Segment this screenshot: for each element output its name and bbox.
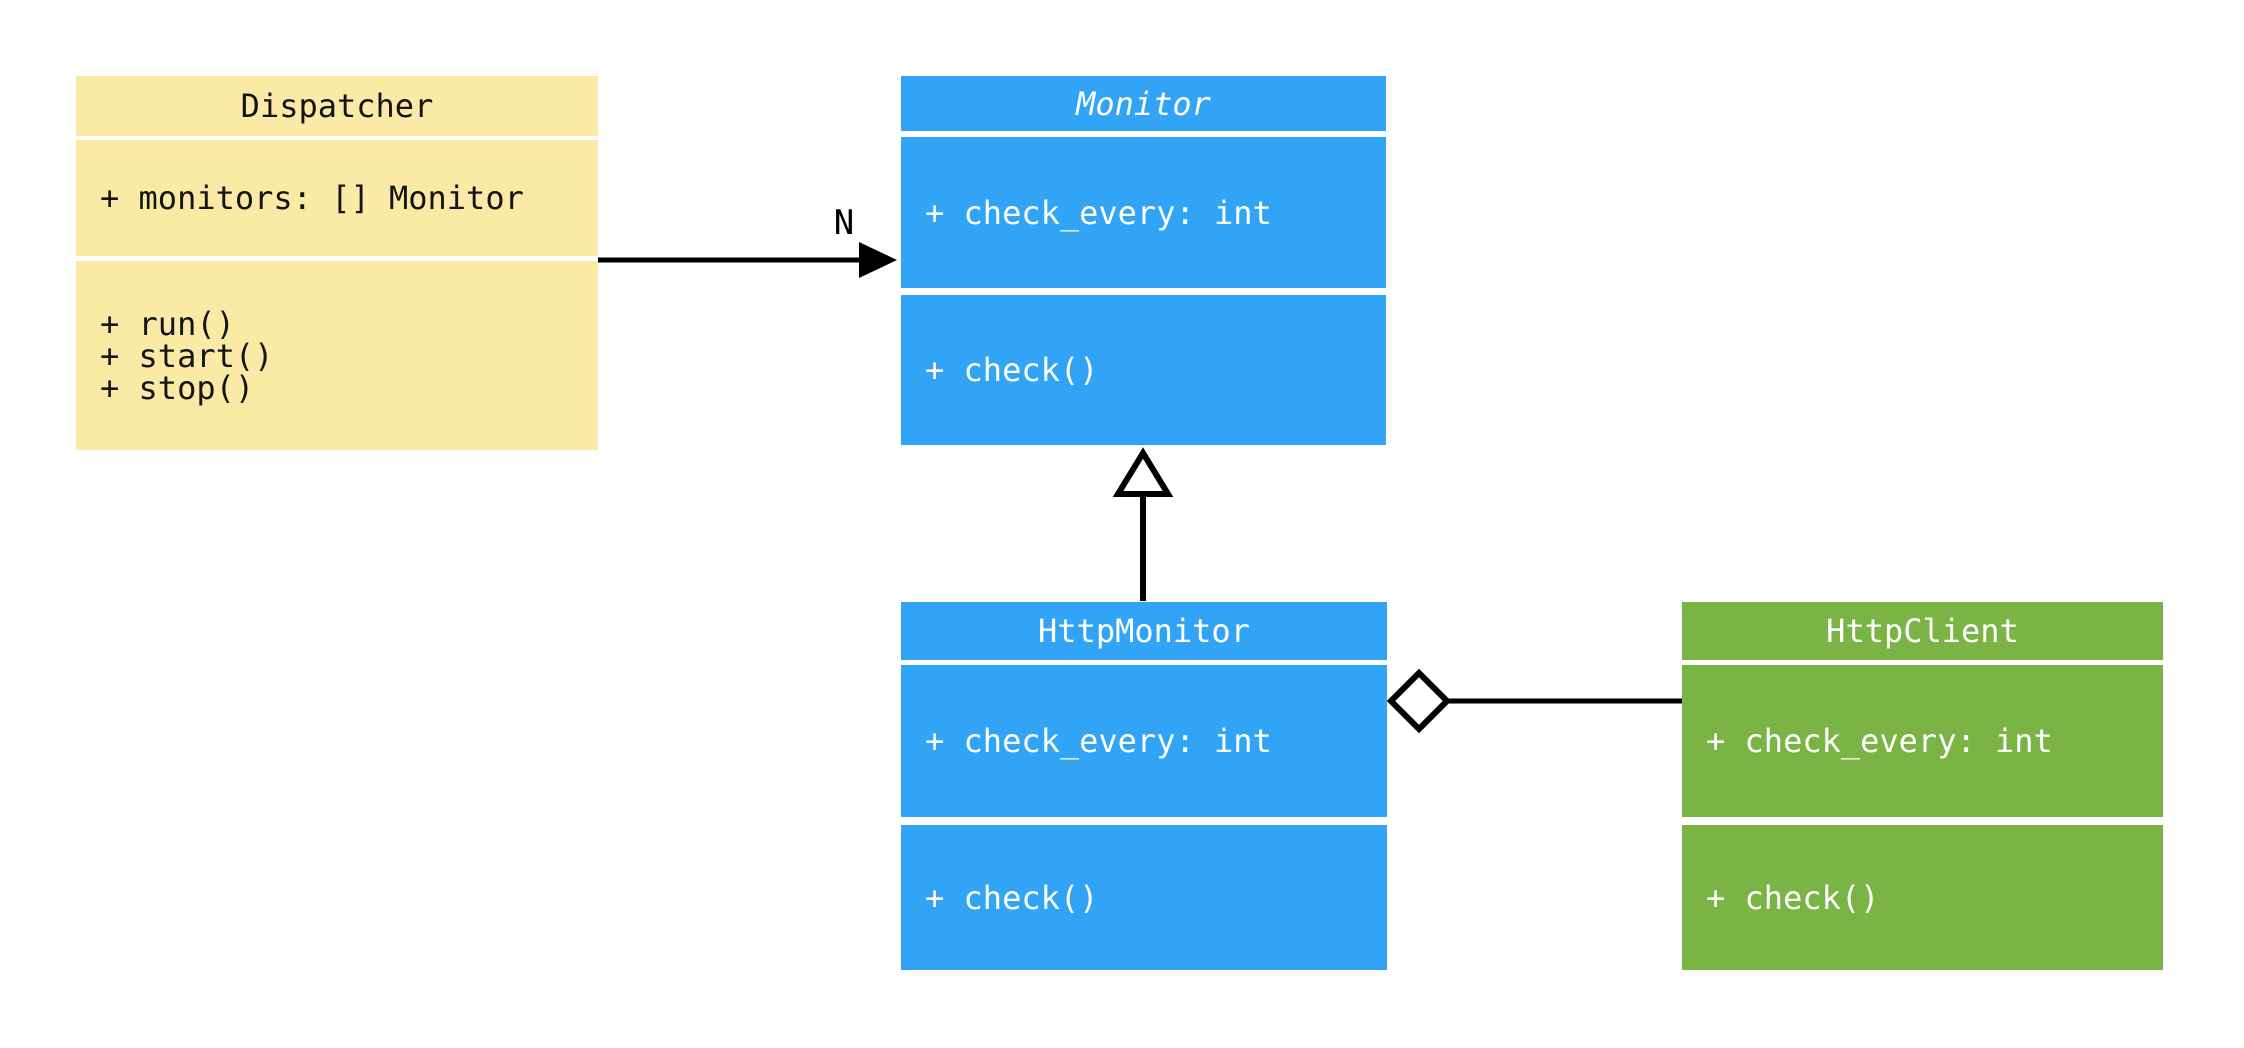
attribute-line: + monitors: [] Monitor	[100, 179, 524, 217]
attribute-line: + check_every: int	[925, 193, 1272, 232]
attribute-line: + check_every: int	[925, 722, 1272, 760]
method-line: + run()	[100, 304, 235, 343]
attributes-section: + monitors: [] Monitor	[76, 140, 598, 256]
class-title-bar: HttpClient	[1682, 602, 2163, 660]
association-dispatcher-monitor	[598, 242, 897, 278]
class-title-bar: Monitor	[901, 76, 1386, 131]
method-line: + check()	[925, 351, 1099, 389]
class-box-monitor: Monitor + check_every: int + check()	[901, 76, 1386, 445]
class-title-bar: Dispatcher	[76, 76, 598, 136]
attributes-section: + check_every: int	[901, 665, 1387, 817]
arrowhead-icon	[859, 242, 897, 278]
aggregation-httpmonitor-httpclient	[1386, 668, 1682, 734]
multiplicity-label: N	[833, 203, 855, 243]
class-name: HttpClient	[1826, 612, 2019, 650]
methods-section: + run() + start() + stop()	[76, 261, 598, 450]
inheritance-httpmonitor-monitor	[1112, 447, 1174, 601]
class-box-httpmonitor: HttpMonitor + check_every: int + check()	[901, 602, 1387, 970]
class-box-dispatcher: Dispatcher + monitors: [] Monitor + run(…	[76, 76, 598, 450]
class-name: Monitor	[1076, 84, 1211, 123]
inheritance-triangle-icon	[1112, 447, 1174, 497]
method-line: + stop()	[100, 368, 255, 407]
class-box-httpclient: HttpClient + check_every: int + check()	[1682, 602, 2163, 970]
method-line: + check()	[1706, 878, 1880, 917]
attributes-section: + check_every: int	[901, 137, 1386, 288]
method-line: + check()	[925, 878, 1099, 917]
methods-section: + check()	[901, 295, 1386, 445]
methods-section: + check()	[901, 825, 1387, 970]
attributes-section: + check_every: int	[1682, 665, 2163, 817]
attribute-line: + check_every: int	[1706, 722, 2053, 760]
method-line: + start()	[100, 336, 274, 375]
class-name: HttpMonitor	[1038, 612, 1250, 650]
aggregation-diamond-icon	[1386, 668, 1452, 734]
methods-section: + check()	[1682, 825, 2163, 970]
class-name: Dispatcher	[240, 87, 434, 125]
class-title-bar: HttpMonitor	[901, 602, 1387, 660]
